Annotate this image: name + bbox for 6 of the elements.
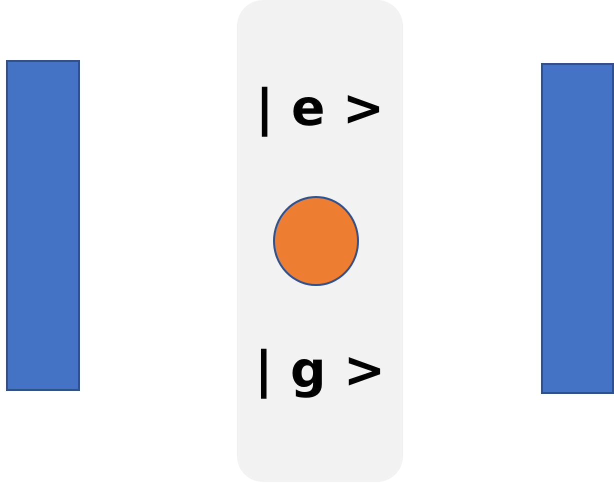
mirror-bar (541, 63, 614, 394)
state-label: | g > (254, 342, 386, 398)
atom-panel (237, 0, 403, 482)
mirror-bar (6, 60, 80, 391)
atom-circle (273, 196, 359, 286)
state-label: | e > (254, 80, 386, 136)
